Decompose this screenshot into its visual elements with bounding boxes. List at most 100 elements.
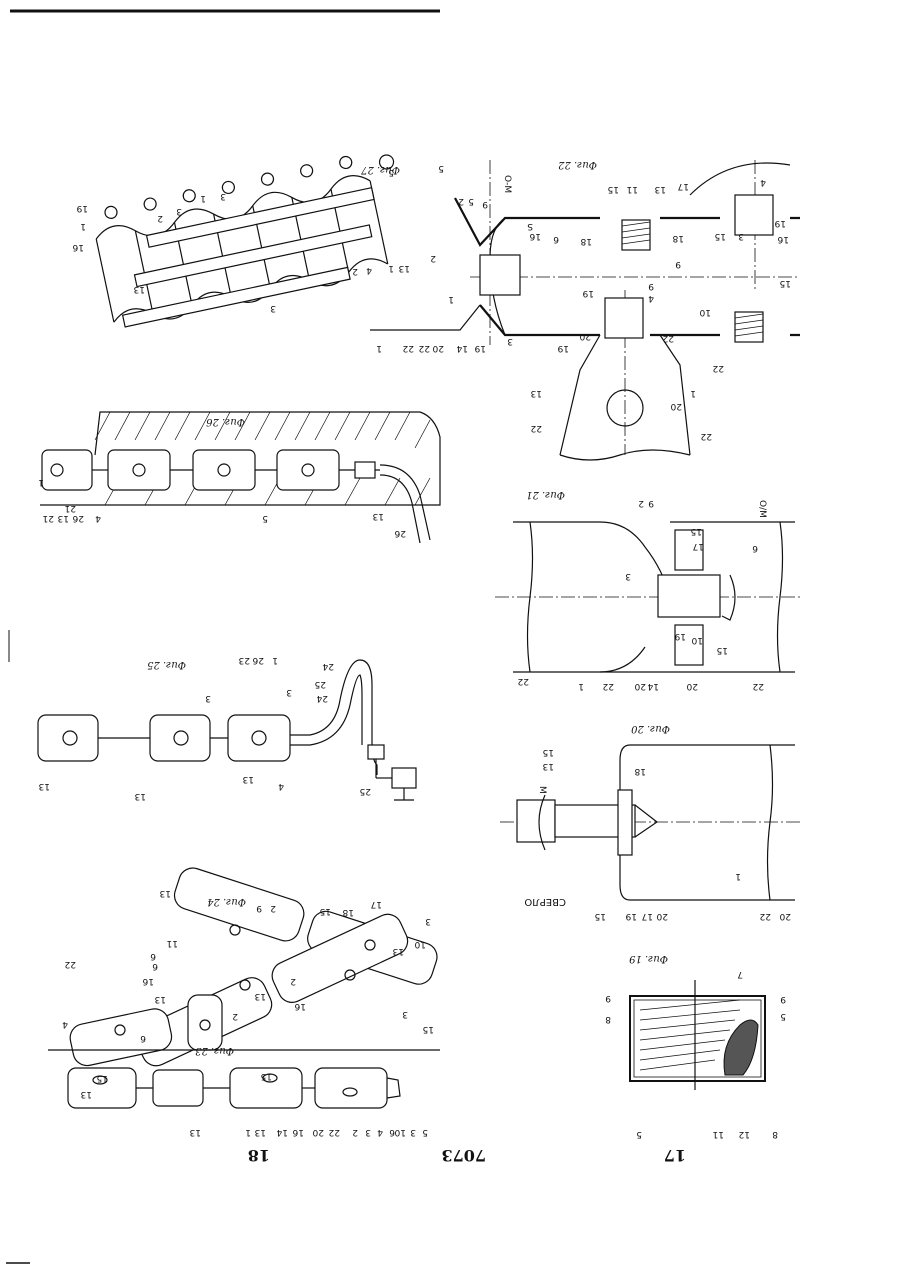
svg-text:4: 4 (648, 293, 654, 303)
svg-text:15: 15 (543, 747, 554, 757)
svg-text:9: 9 (648, 498, 654, 508)
svg-text:19: 19 (774, 218, 786, 228)
svg-text:2: 2 (270, 903, 276, 913)
svg-text:26: 26 (72, 513, 84, 523)
svg-text:22: 22 (419, 343, 430, 353)
svg-text:13: 13 (190, 1127, 201, 1137)
svg-text:13: 13 (373, 511, 384, 521)
svg-text:25: 25 (360, 786, 371, 796)
svg-text:20: 20 (656, 911, 668, 921)
svg-text:1: 1 (735, 871, 741, 881)
svg-text:9: 9 (605, 993, 611, 1003)
svg-text:3: 3 (365, 1127, 371, 1137)
svg-text:10: 10 (691, 635, 703, 645)
svg-text:13: 13 (155, 994, 166, 1004)
svg-text:1: 1 (690, 388, 696, 398)
svg-text:14: 14 (456, 343, 468, 353)
svg-text:13: 13 (134, 284, 145, 294)
svg-text:22: 22 (531, 423, 542, 433)
svg-text:13: 13 (655, 184, 666, 194)
svg-text:22: 22 (329, 1127, 340, 1137)
svg-text:4: 4 (366, 265, 372, 275)
svg-text:16: 16 (529, 231, 541, 241)
svg-text:13: 13 (255, 991, 266, 1001)
svg-text:1: 1 (200, 193, 206, 203)
fig19-caption: Фиг. 19 (628, 953, 668, 964)
svg-text:5: 5 (388, 167, 394, 177)
svg-text:2: 2 (430, 253, 436, 263)
svg-text:16: 16 (142, 976, 154, 986)
svg-text:22: 22 (518, 676, 529, 686)
svg-text:5: 5 (636, 1129, 642, 1139)
svg-text:19: 19 (76, 203, 88, 213)
svg-text:22: 22 (65, 959, 76, 969)
svg-text:15: 15 (691, 526, 702, 536)
svg-text:9: 9 (780, 994, 786, 1004)
svg-text:12: 12 (739, 1129, 750, 1139)
svg-text:1: 1 (80, 221, 86, 231)
svg-text:13: 13 (81, 1089, 92, 1099)
svg-text:19: 19 (674, 631, 686, 641)
svg-text:3: 3 (738, 231, 744, 241)
figure-22: Фиг. 22 О-М 5 9 2 S 6 16 11 15 13 17 4 3… (370, 159, 800, 460)
svg-text:3: 3 (286, 687, 292, 697)
svg-text:22: 22 (760, 911, 771, 921)
svg-text:16: 16 (294, 1001, 306, 1011)
svg-text:13: 13 (243, 774, 254, 784)
svg-text:5: 5 (262, 513, 268, 523)
svg-text:5: 5 (468, 196, 474, 206)
svg-text:13: 13 (135, 791, 146, 801)
svg-text:2: 2 (638, 498, 644, 508)
svg-text:20: 20 (312, 1127, 324, 1137)
svg-text:18: 18 (580, 236, 592, 246)
svg-text:2: 2 (232, 1011, 238, 1021)
svg-text:7: 7 (737, 969, 743, 979)
svg-text:21: 21 (65, 503, 76, 513)
svg-text:6: 6 (389, 1127, 395, 1137)
figure-20: Фиг. 20 СВЕРЛО 15 13 18 М 15 19 17 20 1 … (500, 723, 800, 921)
svg-text:20: 20 (634, 681, 646, 691)
svg-text:2: 2 (157, 213, 163, 223)
svg-text:20: 20 (432, 343, 444, 353)
svg-text:1: 1 (448, 294, 454, 304)
svg-text:2: 2 (352, 266, 358, 276)
svg-text:13: 13 (531, 388, 542, 398)
svg-text:11: 11 (167, 938, 178, 948)
figure-19: Фиг. 19 7 9 9 8 5 5 11 12 8 (605, 953, 786, 1139)
svg-text:17: 17 (642, 911, 653, 921)
svg-text:10: 10 (414, 939, 426, 949)
svg-text:16: 16 (292, 1127, 304, 1137)
svg-text:6: 6 (152, 961, 158, 971)
svg-text:3: 3 (220, 191, 226, 201)
svg-text:20: 20 (779, 911, 791, 921)
svg-text:26: 26 (394, 528, 406, 538)
svg-text:3: 3 (176, 206, 182, 216)
svg-text:3: 3 (425, 916, 431, 926)
svg-text:М: М (537, 786, 547, 794)
svg-text:9: 9 (675, 259, 681, 269)
svg-text:1: 1 (245, 1127, 251, 1137)
svg-text:4: 4 (760, 177, 766, 187)
svg-text:17: 17 (678, 181, 689, 191)
svg-text:4: 4 (62, 1019, 68, 1029)
svg-text:22: 22 (753, 681, 764, 691)
fig25-caption: Фиг. 25 (147, 659, 186, 670)
svg-text:3: 3 (410, 1127, 416, 1137)
svg-text:15: 15 (595, 911, 606, 921)
svg-text:11: 11 (713, 1129, 724, 1139)
svg-text:3: 3 (270, 303, 276, 313)
figure-27: Фиг. 27 5 5 2 13 1 4 2 3 1 19 3 2 16 1 1… (72, 147, 444, 331)
svg-text:17: 17 (693, 541, 704, 551)
svg-text:2: 2 (458, 196, 464, 206)
svg-text:2: 2 (352, 1127, 358, 1137)
svg-text:19: 19 (625, 911, 637, 921)
svg-text:16: 16 (777, 234, 789, 244)
svg-text:18: 18 (672, 233, 684, 243)
fig20-caption: Фиг. 20 (630, 723, 670, 734)
svg-text:20: 20 (686, 681, 698, 691)
svg-text:15: 15 (780, 278, 791, 288)
svg-text:1: 1 (272, 655, 278, 665)
svg-text:1: 1 (376, 343, 382, 353)
fig23-caption: Фиг. 23 (195, 1045, 234, 1056)
